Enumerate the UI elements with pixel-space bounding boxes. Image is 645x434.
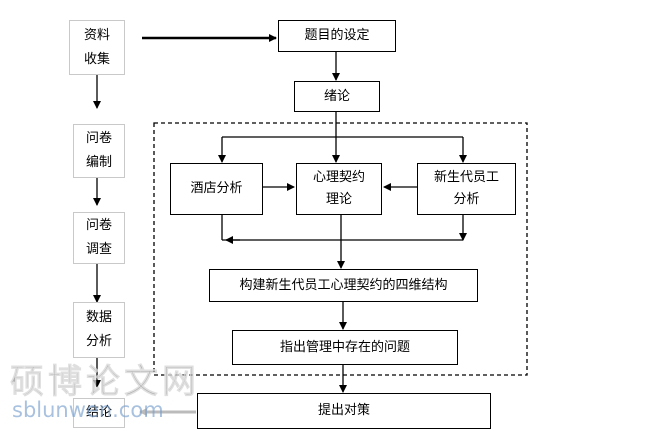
step-survey-label: 问卷 调查	[85, 218, 112, 257]
step-questionnaire-design: 问卷 编制	[73, 124, 125, 178]
theory-label: 心理契约 理论	[312, 170, 365, 207]
countermeasures-box: 提出对策	[197, 393, 491, 429]
step-questionnaire-design-label: 问卷 编制	[85, 131, 112, 170]
topic-label: 题目的设定	[304, 28, 370, 43]
topic-box: 题目的设定	[278, 20, 396, 52]
employee-analysis-box: 新生代员工 分析	[417, 163, 516, 215]
step-collect-label: 资料 收集	[83, 27, 110, 67]
watermark-title: 硕博论文网	[10, 362, 200, 403]
step-survey: 问卷 调查	[73, 212, 125, 264]
structure-label: 构建新生代员工心理契约的四维结构	[239, 277, 448, 293]
hotel-analysis-box: 酒店分析	[170, 163, 263, 215]
step-conclusion: 结论	[73, 398, 125, 428]
step-data-analysis: 数据 分析	[73, 302, 125, 358]
theory-box: 心理契约 理论	[296, 163, 382, 215]
watermark-url: sblunwen.com	[12, 398, 164, 422]
intro-box: 绪论	[294, 81, 380, 112]
problems-box: 指出管理中存在的问题	[232, 330, 458, 365]
countermeasures-label: 提出对策	[317, 403, 370, 418]
hotel-analysis-label: 酒店分析	[190, 181, 243, 196]
structure-box: 构建新生代员工心理契约的四维结构	[209, 269, 478, 302]
step-collect: 资料 收集	[69, 20, 125, 75]
step-data-analysis-label: 数据 分析	[85, 310, 112, 349]
analysis-region	[153, 122, 528, 376]
step-conclusion-label: 结论	[85, 405, 112, 420]
employee-analysis-label: 新生代员工 分析	[433, 170, 499, 207]
intro-label: 绪论	[323, 88, 350, 104]
problems-label: 指出管理中存在的问题	[279, 339, 410, 355]
